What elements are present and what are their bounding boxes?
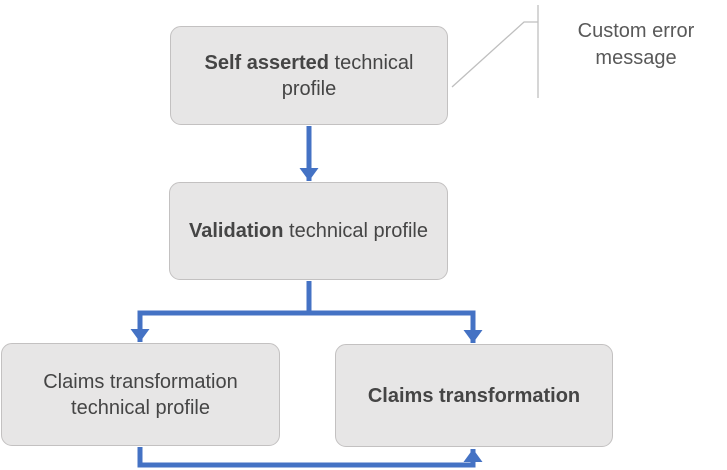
node-validation-technical-profile: Validation technical profile xyxy=(169,182,448,280)
callout-leader-line xyxy=(451,21,538,88)
arrow-claims-tp-to-claims-transformation xyxy=(137,447,483,468)
node-label: Validation technical profile xyxy=(189,220,428,242)
node-self-asserted-technical-profile: Self asserted technical profile xyxy=(170,26,448,125)
callout-custom-error-message: Custom error message xyxy=(577,20,695,69)
node-label: Self asserted technical profile xyxy=(204,51,414,100)
node-claims-transformation-technical-profile: Claims transformation technical profile xyxy=(1,343,280,446)
node-claims-transformation: Claims transformation xyxy=(335,344,613,447)
node-label: Claims transformation xyxy=(367,384,581,407)
node-label: Claims transformation technical profile xyxy=(43,370,238,419)
